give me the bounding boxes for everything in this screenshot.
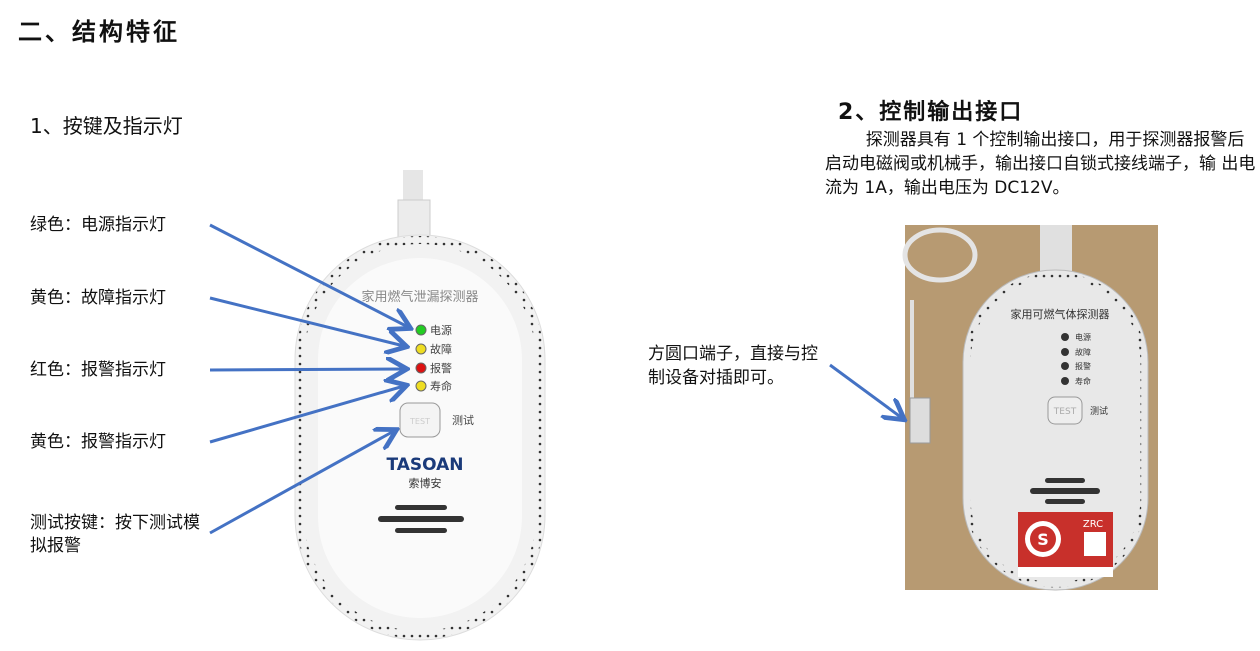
control-output-description: 探测器具有 1 个控制输出接口，用于探测器报警后启动电磁阀或机械手，输出接口自锁… [825,130,1256,198]
arrow-icon [209,431,394,535]
led-power-label: 电源 [1075,332,1091,342]
led-alarm-icon [415,362,427,374]
speaker-slot [378,516,464,522]
certification-logo-letter: S [1037,530,1049,549]
vent-holes [965,272,1146,588]
test-button-text: TEST [1053,407,1077,417]
vent-holes [296,236,544,639]
led-life-icon [415,380,427,392]
led-power-icon [1061,333,1069,341]
led-fault-icon [1061,348,1069,356]
label-yellow-life: 黄色：报警指示灯 [30,432,166,452]
arrow-icon [829,363,902,418]
detector-body [962,269,1149,591]
arrow-icon [209,223,408,327]
subtitle-buttons-leds: 1、按键及指示灯 [30,114,183,138]
brand-logo: TASOAN [386,455,463,475]
coiled-cable [902,227,978,283]
led-power-label: 电源 [430,323,452,337]
arrow-icon [209,296,404,346]
detector-face [318,258,522,618]
led-fault-label: 故障 [430,342,452,356]
detector-photo: 家用可燃气体探测器 电源 故障 报警 寿命 TEST 测试 S ZRC [902,225,1158,591]
terminal-connector [909,397,931,444]
qr-code-icon [1084,532,1106,556]
label-green: 绿色：电源指示灯 [30,215,166,235]
led-alarm-icon [1061,362,1069,370]
heading-control-output: 2、控制输出接口 [838,100,1024,125]
test-button-label: 测试 [452,414,474,427]
speaker-slot [395,528,447,533]
photo-device-name: 家用可燃气体探测器 [1011,307,1110,321]
led-alarm-label: 报警 [1075,361,1091,371]
terminal-note: 方圆口端子，直接与控制设备对插即可。 [648,344,818,388]
test-button-text: TEST [409,417,430,426]
detector-illustration: 家用燃气泄漏探测器 电源 故障 报警 寿命 TEST 测试 TASOAN 索博安 [294,170,546,641]
label-test-button: 测试按键：按下测试模拟报警 [30,513,200,556]
label-red: 红色：报警指示灯 [30,360,166,380]
test-button [1047,396,1083,425]
serial-strip [1018,567,1113,577]
led-life-label: 寿命 [430,379,452,393]
led-fault-label: 故障 [1075,347,1091,357]
speaker-slot [395,505,447,510]
section-title: 二、结构特征 [18,18,180,46]
certification-badge: ZRC [1083,519,1103,530]
led-life-icon [1061,377,1069,385]
speaker-slot [1030,488,1100,494]
callout-arrows [209,223,902,535]
arrow-icon [209,386,404,444]
device-name: 家用燃气泄漏探测器 [361,289,478,305]
led-fault-icon [415,343,427,355]
led-power-icon [415,324,427,336]
arrow-icon [209,369,404,370]
test-button-label: 测试 [1090,405,1108,417]
brand-logo-cn: 索博安 [409,476,442,490]
speaker-slot [1045,499,1085,504]
led-life-label: 寿命 [1075,376,1091,386]
speaker-slot [1045,478,1085,483]
led-alarm-label: 报警 [430,361,452,375]
label-yellow-fault: 黄色：故障指示灯 [30,288,166,308]
test-button [399,402,441,438]
